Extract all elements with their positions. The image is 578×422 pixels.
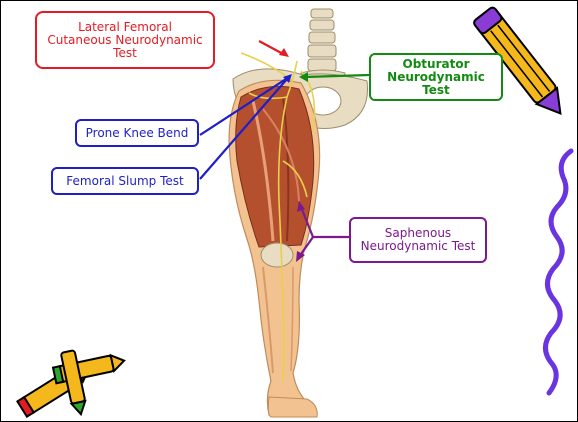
foot <box>268 397 317 417</box>
crayons-icon <box>17 350 125 417</box>
femoral-slump-label: Femoral Slump Test <box>51 167 199 195</box>
obturator-label: Obturator Neurodynamic Test <box>369 53 503 101</box>
knee <box>261 243 293 267</box>
saphenous-label: Saphenous Neurodynamic Test <box>349 217 487 263</box>
decorative-squiggle <box>545 151 571 393</box>
lateral-femoral-label: Lateral Femoral Cutaneous Neurodynamic T… <box>35 11 215 69</box>
prone-knee-bend-label: Prone Knee Bend <box>75 119 199 147</box>
